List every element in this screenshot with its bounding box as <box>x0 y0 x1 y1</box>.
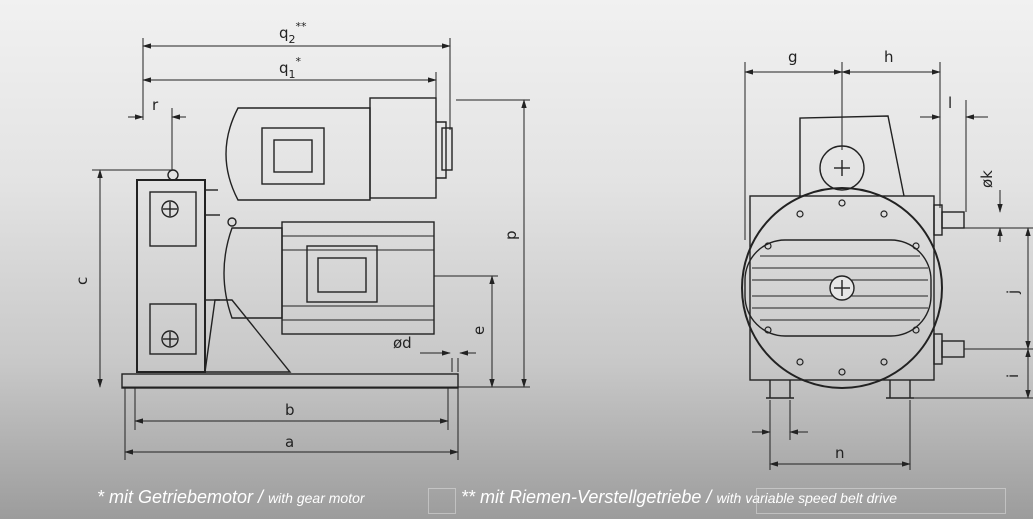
dim-label-q1: q1* <box>279 55 302 81</box>
upper-motor <box>225 107 371 201</box>
dim-label-k: øk <box>978 170 996 188</box>
caption-highlight-box <box>756 488 1006 514</box>
dim-label-i: i <box>1004 374 1022 378</box>
dim-label-e: e <box>470 326 488 335</box>
dim-label-h: h <box>884 48 894 66</box>
caption-gear-de: * mit Getriebemotor / <box>97 487 269 507</box>
caption-belt-drive: ** mit Riemen-Verstellgetriebe / with va… <box>461 487 897 508</box>
lower-motor <box>223 227 283 319</box>
caption-bar: * mit Getriebemotor / with gear motor **… <box>0 485 1033 515</box>
dim-label-g: g <box>788 48 798 66</box>
technical-drawing: q2** q1* r c p e ød b a g h l øk j i n <box>73 20 1033 470</box>
caption-gear-en: with gear motor <box>268 490 365 506</box>
front-view <box>741 115 965 399</box>
dim-label-q2: q2** <box>279 20 307 46</box>
caption-belt-en: with variable speed belt drive <box>716 490 897 506</box>
pump-front-circle <box>741 187 943 389</box>
caption-belt-de: ** mit Riemen-Verstellgetriebe / <box>461 487 717 507</box>
dim-label-c: c <box>73 277 91 285</box>
dim-label-p: p <box>502 230 520 240</box>
caption-divider-box <box>428 488 456 514</box>
base-plate <box>121 373 459 389</box>
dim-label-l: l <box>948 94 952 112</box>
dim-label-b: b <box>285 401 295 419</box>
side-view <box>121 97 459 389</box>
pump-flange <box>749 195 935 381</box>
dim-label-r: r <box>152 96 159 114</box>
side-dimensions <box>92 38 530 460</box>
dim-label-j: j <box>1004 290 1022 295</box>
front-dimensions <box>744 62 1033 470</box>
caption-gear-motor: * mit Getriebemotor / with gear motor <box>97 487 365 508</box>
dim-label-n: n <box>835 444 845 462</box>
dim-label-a: a <box>285 433 294 451</box>
dim-label-d: ød <box>393 334 412 352</box>
